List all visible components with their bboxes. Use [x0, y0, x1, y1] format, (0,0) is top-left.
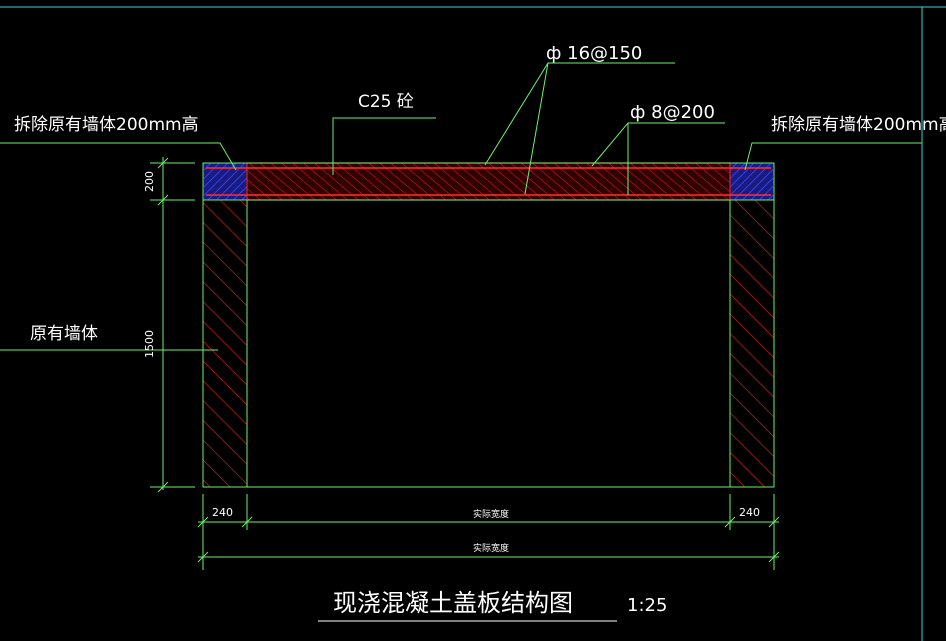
vertical-dimensions — [150, 157, 195, 493]
remove-wall-left-label: 拆除原有墙体200mm高 — [14, 115, 199, 135]
horizontal-dimensions — [197, 494, 780, 570]
existing-walls — [202, 199, 775, 488]
existing-wall-label: 原有墙体 — [30, 324, 98, 344]
left-wall — [202, 199, 248, 488]
wall-height-dim: 1500 — [143, 330, 156, 358]
leader-lines — [0, 62, 922, 351]
left-wall-width-dim: 240 — [212, 506, 233, 519]
drawing-frame — [0, 6, 946, 641]
distribution-rebar-label: ф 8@200 — [630, 102, 715, 123]
right-wall — [729, 199, 775, 488]
remove-wall-right-label: 拆除原有墙体200mm高 — [771, 115, 946, 135]
drawing-title: 现浇混凝土盖板结构图 — [333, 589, 573, 617]
main-rebar-label: ф 16@150 — [546, 43, 642, 64]
slab-thickness-dim: 200 — [143, 171, 156, 192]
clear-width-dim: 实际宽度 — [473, 508, 509, 520]
right-wall-width-dim: 240 — [739, 506, 760, 519]
total-width-dim: 实际宽度 — [473, 542, 509, 554]
concrete-slab — [203, 162, 774, 201]
concrete-grade-label: C25 砼 — [358, 92, 414, 112]
drawing-scale: 1:25 — [627, 595, 667, 616]
